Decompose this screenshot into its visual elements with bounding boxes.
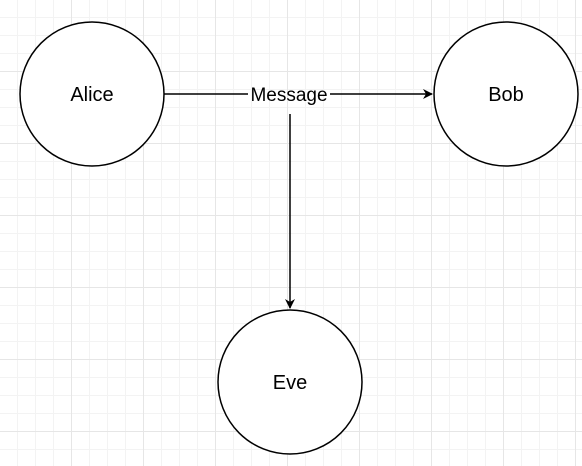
node-label-eve: Eve (273, 372, 307, 394)
edge-alice-to-bob[interactable]: Message (164, 85, 433, 106)
node-alice[interactable]: Alice (19, 21, 165, 167)
edge-label-message[interactable]: Message (250, 85, 327, 106)
node-eve[interactable]: Eve (217, 309, 363, 455)
node-circle-bob (433, 21, 579, 167)
node-bob[interactable]: Bob (433, 21, 579, 167)
node-circle-eve (217, 309, 363, 455)
node-label-bob: Bob (488, 84, 524, 106)
node-circle-alice (19, 21, 165, 167)
node-label-alice: Alice (70, 84, 113, 106)
